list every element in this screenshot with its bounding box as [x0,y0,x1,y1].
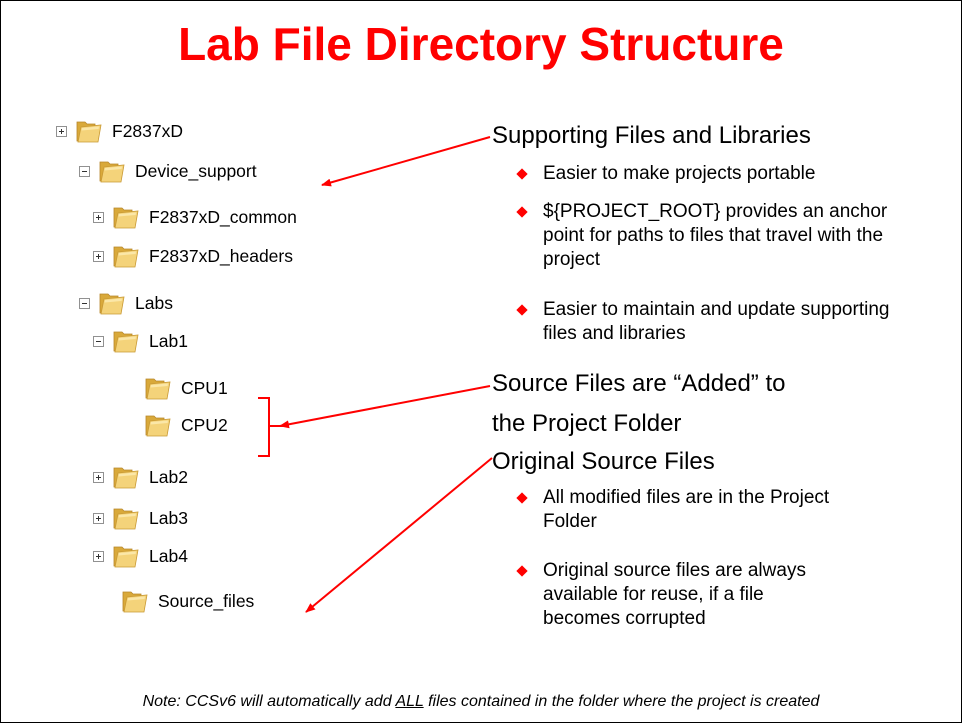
collapse-icon[interactable] [79,165,90,177]
tree-item[interactable]: Lab3 [93,502,188,534]
expand-icon[interactable] [93,211,104,223]
source-added-line-2: the Project Folder [492,410,682,437]
folder-icon [99,159,125,183]
folder-icon [76,119,102,143]
tree-item-label: CPU1 [181,377,228,398]
tree-item[interactable]: CPU2 [145,409,228,441]
supporting-files-heading: Supporting Files and Libraries [492,122,811,149]
folder-icon [113,544,139,568]
bracket-cpu-folders [258,397,285,457]
folder-icon [145,413,171,437]
slide-title: Lab File Directory Structure [178,18,784,70]
supporting-bullet-1: Easier to make projects portable [514,162,934,186]
supporting-bullet-2: ${PROJECT_ROOT} provides an anchor point… [514,200,914,272]
tree-item[interactable]: Source_files [122,585,254,617]
folder-icon [99,291,125,315]
tree-item-label: Lab2 [149,466,188,487]
folder-icon [113,465,139,489]
tree-item-label: CPU2 [181,414,228,435]
collapse-icon[interactable] [79,297,90,309]
expand-icon[interactable] [93,512,104,524]
tree-item[interactable]: F2837xD_headers [93,240,293,272]
arrow-to-source-files [305,457,493,613]
arrow-to-device-support [321,136,491,187]
tree-item-label: Lab1 [149,330,188,351]
tree-item-label: Lab3 [149,507,188,528]
tree-item[interactable]: F2837xD [56,115,183,147]
tree-item[interactable]: Device_support [79,155,257,187]
tree-item[interactable]: Lab1 [93,325,188,357]
expand-icon[interactable] [93,250,104,262]
tree-item[interactable]: Lab4 [93,540,188,572]
bullet-text: All modified files are in the Project Fo… [543,487,830,532]
expand-icon[interactable] [93,550,104,562]
tree-item[interactable]: Lab2 [93,461,188,493]
expand-icon[interactable] [93,471,104,483]
tree-item[interactable]: CPU1 [145,372,228,404]
expand-icon[interactable] [56,125,67,137]
tree-item-label: F2837xD_headers [149,245,293,266]
bullet-text: Original source files are always availab… [543,560,806,629]
bullet-text: ${PROJECT_ROOT} provides an anchor point… [543,201,888,270]
footnote: Note: CCSv6 will automatically add ALL f… [142,693,820,710]
supporting-bullet-3: Easier to maintain and update supporting… [514,298,914,346]
original-source-heading: Original Source Files [492,448,715,475]
folder-icon [122,589,148,613]
folder-icon [113,244,139,268]
folder-icon [113,205,139,229]
source-added-line-1: Source Files are “Added” to [492,370,786,397]
bullet-text: Easier to maintain and update supporting… [543,299,890,344]
tree-item-label: F2837xD [112,120,184,141]
bullet-text: Easier to make projects portable [543,163,816,184]
tree-item[interactable]: F2837xD_common [93,201,297,233]
arrow-to-bracket [279,385,491,429]
collapse-icon[interactable] [93,335,104,347]
tree-item-label: F2837xD_common [149,206,297,227]
original-bullet-2: Original source files are always availab… [514,559,834,631]
tree-item-label: Lab4 [149,545,188,566]
folder-icon [113,506,139,530]
original-bullet-1: All modified files are in the Project Fo… [514,486,834,534]
tree-item-label: Labs [135,292,173,313]
tree-item[interactable]: Labs [79,287,173,319]
tree-item-label: Device_support [135,160,257,181]
folder-icon [145,376,171,400]
folder-icon [113,329,139,353]
tree-item-label: Source_files [158,590,255,611]
